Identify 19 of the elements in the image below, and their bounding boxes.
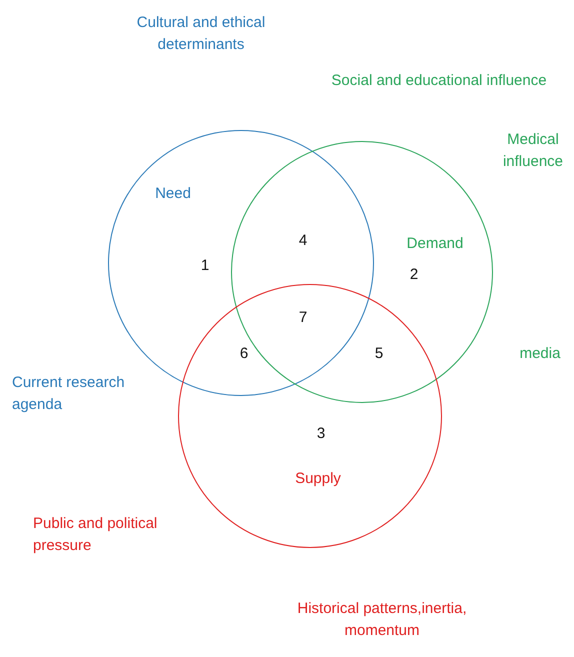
factor-label: media	[520, 344, 560, 364]
venn-circle	[178, 284, 442, 548]
region-number: 2	[410, 265, 418, 285]
region-number: 1	[200, 256, 210, 276]
region-number: 7	[298, 308, 308, 328]
region-number: 6	[240, 344, 248, 364]
set-label: Supply	[295, 469, 341, 489]
venn-circle	[231, 141, 493, 403]
region-number: 4	[298, 231, 308, 251]
factor-label: Historical patterns,inertia, momentum	[296, 599, 468, 641]
factor-label: Current research agenda	[12, 373, 126, 415]
factor-label: Medical influence	[502, 130, 564, 172]
set-label: Demand	[406, 234, 464, 254]
region-number: 3	[316, 424, 326, 444]
set-label: Need	[155, 184, 191, 204]
factor-label: Cultural and ethical determinants	[136, 13, 266, 55]
factor-label: Social and educational influence	[330, 71, 548, 91]
region-number: 5	[374, 344, 384, 364]
factor-label: Public and political pressure	[33, 514, 158, 556]
